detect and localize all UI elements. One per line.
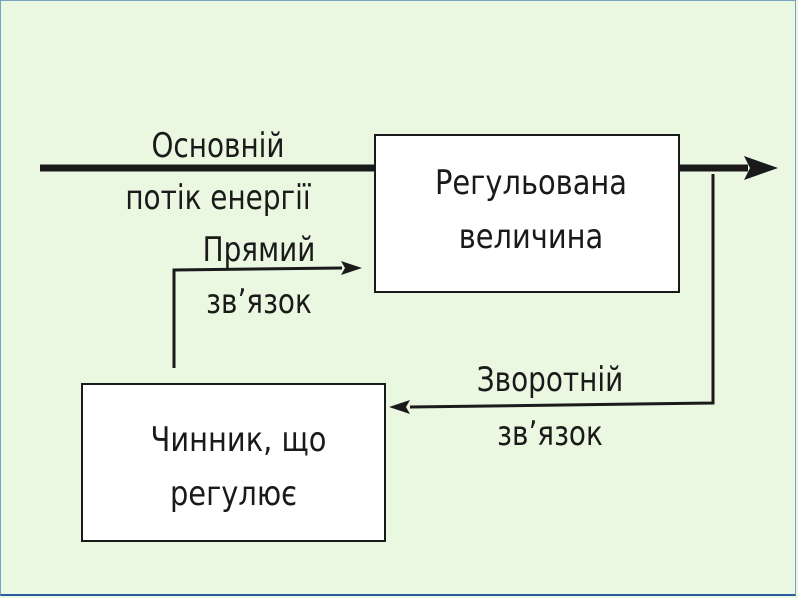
direct-link-label-line2: зв’язок	[206, 282, 312, 322]
regulating-factor-label-line2: регулює	[169, 474, 298, 514]
main-flow-arrowhead	[744, 156, 778, 180]
feedback-link-arrowhead	[389, 400, 410, 414]
regulated-quantity-label-line1: Регульована	[434, 163, 628, 203]
energy-flow-label-line1: Основній	[151, 126, 285, 166]
feedback-link-label-line1: Зворотній	[476, 360, 624, 400]
direct-link-arrowhead	[341, 261, 362, 275]
feedback-link-line	[409, 174, 715, 409]
regulated-quantity-box: Регульована величина	[374, 134, 680, 293]
energy-flow-label-line2: потік енергії	[125, 178, 311, 218]
regulating-factor-label-line1: Чинник, що	[150, 420, 327, 460]
direct-link-label-line1: Прямий	[202, 230, 316, 270]
feedback-link-label-line2: зв’язок	[497, 414, 603, 454]
regulating-factor-box: Чинник, що регулює	[81, 383, 386, 542]
regulated-quantity-label-line2: величина	[458, 217, 604, 257]
direct-link-line	[172, 266, 343, 368]
